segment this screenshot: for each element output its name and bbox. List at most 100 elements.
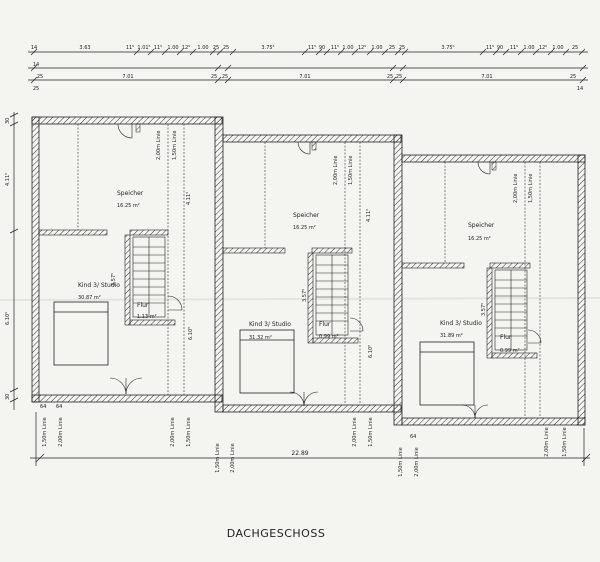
unit-3-speicher-label: Speicher <box>468 222 495 229</box>
top-dim-row2-0: 25 <box>37 74 43 80</box>
bottom-dim-64a: 64 <box>40 404 46 410</box>
top-dim-row2-end: 14 <box>577 86 583 92</box>
unit-3-labels: Speicher 16.25 m² Kind 3/ Studio 31.89 m… <box>440 174 534 354</box>
unit-2-kind-area: 31.32 m² <box>249 335 272 341</box>
top-dim-row1-tick-22 <box>532 48 540 56</box>
outer-walls <box>31 116 586 426</box>
paper-fold <box>0 297 600 301</box>
roof-height-lines <box>77 124 541 418</box>
top-dim-row1-11: 11⁵ <box>308 45 316 51</box>
top-dim-row1-1: 3.63 <box>79 45 90 51</box>
top-dim-row1-tick-25 <box>578 48 586 56</box>
unit-2-height-bottom: 6.10⁵ <box>368 345 374 358</box>
left-dimension-chain <box>9 112 19 410</box>
top-dim-row1-8: 25 <box>213 45 219 51</box>
top-dim-row1-6: 12⁵ <box>182 45 190 51</box>
unit-1-step-label: 3.57⁵ <box>111 273 117 286</box>
top-dim-row1-20: 11⁵ <box>486 45 494 51</box>
top-dim-row2-8: 25 <box>570 74 576 80</box>
top-dim-row1-17: 25 <box>389 45 395 51</box>
bottom-dim-64c: 64 <box>410 434 416 440</box>
unit-1-speicher-area: 16.25 m² <box>117 203 140 209</box>
top-dim-row1-26: 25 <box>572 45 578 51</box>
unit-2-flur-label: Flur <box>319 321 331 328</box>
left-dim-610: 6.10⁵ <box>5 312 11 325</box>
top-dim-row1-tick-13 <box>351 48 359 56</box>
top-dim-row1-24: 12⁵ <box>539 45 547 51</box>
unit-3-height-200: 2,00m Linie <box>513 174 519 203</box>
unit-1-height-150: 1,50m Linie <box>172 131 178 160</box>
top-dim-row1-tick-3 <box>161 48 169 56</box>
top-dim-row2-3: 25 <box>222 74 228 80</box>
top-dim-row2-2: 25 <box>211 74 217 80</box>
unit-2-kind-label: Kind 3/ Studio <box>249 321 291 328</box>
top-dim-row2-tick-3 <box>389 64 397 72</box>
left-dim-411: 4.11⁵ <box>5 173 11 186</box>
top-dim-row1-9: 25 <box>223 45 229 51</box>
top-dim-row1-22: 11⁵ <box>510 45 518 51</box>
unit-1-height-bottom: 6.10⁵ <box>188 327 194 340</box>
top-dim-row1-2: 11⁵ <box>126 45 134 51</box>
top-dim-row2-1: 7.01 <box>122 74 133 80</box>
unit-1-kind-area: 30.87 m² <box>78 295 101 301</box>
unit-2-speicher-label: Speicher <box>293 212 320 219</box>
bottom-line-label-0: 1,50m Linie <box>42 417 48 446</box>
bottom-line-label-10: 2,00m Linie <box>544 427 550 456</box>
top-dim-row1-tick-18 <box>479 48 487 56</box>
stairs <box>132 236 528 351</box>
left-dim-row3: 25 <box>33 86 39 92</box>
unit-1-height-top: 4.11⁵ <box>186 192 192 205</box>
bottom-line-label-2: 2,00m Linie <box>170 417 176 446</box>
unit-3-height-150: 1,50m Linie <box>528 174 534 203</box>
top-dim-row1-tick-24 <box>562 48 570 56</box>
top-dim-row2-tick-1 <box>214 64 222 72</box>
unit-1-flur-label: Flur <box>137 302 149 309</box>
top-dim-row1-tick-11 <box>323 48 331 56</box>
top-dim-row1-23: 1.00 <box>523 45 534 51</box>
top-dim-row1-tick-5 <box>189 48 197 56</box>
top-dim-row1-tick-4 <box>176 48 184 56</box>
top-dim-row1-18: 25 <box>399 45 405 51</box>
unit-3-kind-area: 31.89 m² <box>440 333 463 339</box>
top-dim-row1-tick-1 <box>133 48 141 56</box>
bottom-line-label-3: 1,50m Linie <box>186 417 192 446</box>
bottom-dim-64b: 64 <box>56 404 62 410</box>
unit-2-labels: Speicher 16.25 m² Kind 3/ Studio 31.32 m… <box>249 156 374 358</box>
bottom-line-label-6: 2,00m Linie <box>352 417 358 446</box>
unit-1-speicher-label: Speicher <box>117 190 144 197</box>
unit-2-step-label: 3.57⁵ <box>302 289 308 302</box>
top-dim-row1-tick-2 <box>147 48 155 56</box>
bottom-line-label-11: 1,50m Linie <box>562 427 568 456</box>
unit-2-height-top: 4.11⁵ <box>366 209 372 222</box>
unit-2-speicher-area: 16.25 m² <box>293 225 316 231</box>
bottom-line-label-7: 1,50m Linie <box>368 417 374 446</box>
doors <box>109 123 542 419</box>
top-dim-row1-4: 11⁵ <box>154 45 162 51</box>
top-dim-row2-6: 25 <box>396 74 402 80</box>
top-dim-row1-12: 90 <box>319 45 325 51</box>
top-dimension-chains <box>28 48 588 84</box>
unit-2-height-150: 1,50m Linie <box>348 156 354 185</box>
top-dim-row1-tick-8 <box>229 48 237 56</box>
top-dim-row2-tick-2 <box>224 64 232 72</box>
top-dim-row1-tick-23 <box>547 48 555 56</box>
unit-3-kind-label: Kind 3/ Studio <box>440 320 482 327</box>
top-dim-row1-tick-9 <box>301 48 309 56</box>
left-dim-30a: 30 <box>5 118 11 124</box>
top-dim-row1-15: 12⁵ <box>358 45 366 51</box>
top-dim-row1-25: 1.00 <box>552 45 563 51</box>
top-dim-row3-tick-3 <box>389 76 397 84</box>
interior-walls <box>38 229 538 359</box>
top-dim-row1-0: 14 <box>31 45 37 51</box>
top-dim-row2-tick-4 <box>399 64 407 72</box>
wall-posts <box>135 123 497 171</box>
bottom-height-line-labels: 1,50m Linie 2,00m Linie 2,00m Linie 1,50m L… <box>42 417 568 476</box>
top-dim-row1-5: 1.00 <box>167 45 178 51</box>
bottom-line-label-1: 2,00m Linie <box>58 417 64 446</box>
left-dim-30b: 30 <box>5 394 11 400</box>
unit-1-labels: Speicher 16.25 m² Kind 3/ Studio 30.87 m… <box>78 131 194 340</box>
top-dim-row1-10: 3.75⁵ <box>261 45 274 51</box>
